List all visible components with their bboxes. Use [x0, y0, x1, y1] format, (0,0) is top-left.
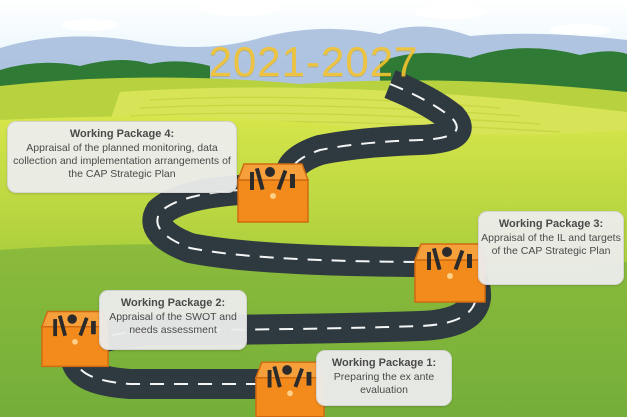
- working-package-3: Working Package 3: Appraisal of the IL a…: [478, 211, 624, 285]
- working-package-2: Working Package 2: Appraisal of the SWOT…: [99, 290, 247, 350]
- clouds: [62, 0, 610, 36]
- toolbox-icon: [236, 163, 310, 223]
- working-package-4: Working Package 4: Appraisal of the plan…: [7, 121, 237, 193]
- wp2-body: Appraisal of the SWOT and needs assessme…: [109, 311, 237, 336]
- toolbox-icon: [413, 243, 487, 303]
- wp1-heading: Working Package 1:: [331, 357, 437, 369]
- page-title: 2021-2027: [208, 38, 419, 85]
- wp4-heading: Working Package 4:: [69, 128, 175, 140]
- wp1-body: Preparing the ex ante evaluation: [333, 371, 435, 396]
- wp2-heading: Working Package 2:: [120, 297, 226, 309]
- working-package-1: Working Package 1: Preparing the ex ante…: [316, 350, 452, 406]
- wp4-body: Appraisal of the planned monitoring, dat…: [13, 142, 231, 180]
- toolbox-icon: [254, 361, 326, 417]
- wp3-body: Appraisal of the IL and targets of the C…: [481, 232, 621, 257]
- wp3-heading: Working Package 3:: [498, 218, 604, 230]
